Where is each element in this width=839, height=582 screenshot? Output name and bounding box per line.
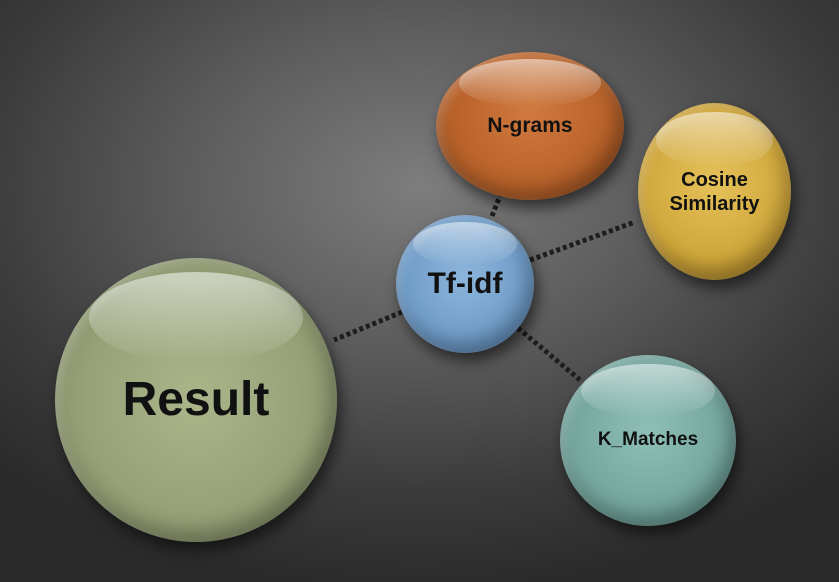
node-ngrams: N-grams [436,52,624,200]
connector-tfidf-ngrams [489,195,503,217]
node-result: Result [55,258,337,542]
node-ngrams-label: N-grams [487,114,573,138]
node-cosine-label-line1: Cosine [681,168,748,191]
node-cosine-label-line2: Similarity [669,192,760,215]
node-k-matches: K_Matches [560,355,736,526]
node-cosine-similarity-label: Cosine Similarity [669,168,759,216]
node-k-matches-label: K_Matches [597,429,699,451]
node-tfidf-label: Tf-idf [427,267,503,300]
connector-tfidf-cosine [529,219,636,263]
connector-tfidf-kmatches [516,326,582,382]
node-result-label: Result [122,373,270,427]
connector-tfidf-result [333,309,403,343]
node-tfidf: Tf-idf [396,215,534,353]
node-cosine-similarity: Cosine Similarity [638,103,791,280]
